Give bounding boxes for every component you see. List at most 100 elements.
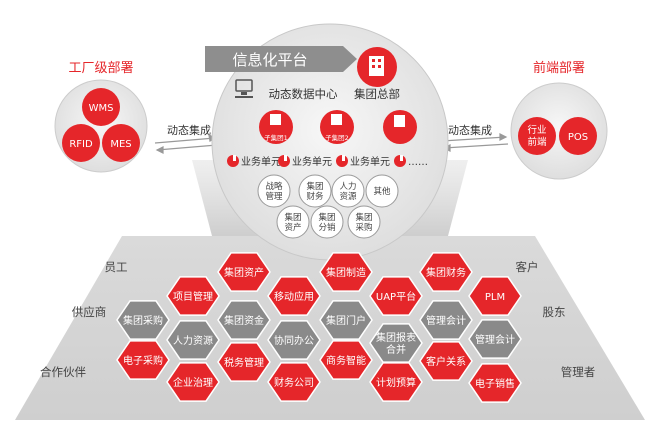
subsidiary-2-icon[interactable] xyxy=(320,110,354,144)
module-label: 客户关系 xyxy=(426,355,466,368)
module-label: 项目管理 xyxy=(173,290,213,303)
industry-frontend-label: 行业前端 xyxy=(527,124,547,148)
module-hex[interactable]: 项目管理 xyxy=(166,276,220,316)
module-hex[interactable]: 移动应用 xyxy=(267,276,321,316)
industry-frontend-node[interactable] xyxy=(518,117,556,155)
module-hex[interactable]: 管理会计 xyxy=(419,300,473,340)
module-label: 商务智能 xyxy=(326,354,366,367)
module-hex[interactable]: 电子销售 xyxy=(468,363,522,403)
module-hex[interactable]: 税务管理 xyxy=(217,342,271,382)
shared-service-item[interactable]: 集团资产 xyxy=(276,205,310,239)
right-group-items: 行业前端 POS xyxy=(518,117,597,155)
module-hex[interactable]: 集团资产 xyxy=(217,252,271,292)
module-label: 财务公司 xyxy=(274,376,314,389)
subsidiary-1-label: 子集团1 xyxy=(264,133,288,142)
module-label: 集团采购 xyxy=(123,314,163,327)
module-label: 集团财务 xyxy=(426,266,466,279)
subsidiary-2-label: 子集团2 xyxy=(325,133,349,142)
module-hex[interactable]: 人力资源 xyxy=(166,320,220,360)
module-label: 管理会计 xyxy=(475,333,515,346)
business-unit-item[interactable]: 业务单元 xyxy=(336,155,390,168)
pos-node[interactable] xyxy=(559,117,597,155)
business-unit-label: …… xyxy=(408,157,428,168)
business-unit-label: 业务单元 xyxy=(292,155,332,168)
integration-left-arrows xyxy=(154,133,218,154)
data-center-label: 动态数据中心 xyxy=(269,87,338,101)
hq-icon xyxy=(357,47,397,87)
module-hex[interactable]: 集团报表合并 xyxy=(369,323,423,363)
module-hex[interactable]: 集团制造 xyxy=(319,252,373,292)
module-hex[interactable]: 电子采购 xyxy=(116,340,170,380)
module-hex[interactable]: 财务公司 xyxy=(267,362,321,402)
module-label: 电子采购 xyxy=(123,354,163,367)
module-label: PLM xyxy=(485,292,505,303)
shared-service-item[interactable]: 集团财务 xyxy=(298,174,332,208)
module-hex[interactable]: 集团门户 xyxy=(319,300,373,340)
module-hex[interactable]: UAP平台 xyxy=(369,276,423,316)
module-label: 计划预算 xyxy=(376,376,416,389)
business-unit-row: 业务单元业务单元业务单元…… xyxy=(227,155,428,168)
subsidiary-1-icon[interactable] xyxy=(259,110,293,144)
wms-label: WMS xyxy=(89,103,114,114)
shared-service-item[interactable]: 战略管理 xyxy=(257,174,291,208)
shared-service-item[interactable]: 人力资源 xyxy=(331,174,365,208)
module-hex[interactable]: 集团采购 xyxy=(116,300,170,340)
module-label: 移动应用 xyxy=(274,290,314,303)
module-hex[interactable]: 协同办公 xyxy=(267,320,321,360)
business-unit-item[interactable]: 业务单元 xyxy=(227,155,281,168)
shared-service-item[interactable]: 集团采购 xyxy=(347,205,381,239)
module-hex[interactable]: 企业治理 xyxy=(166,362,220,402)
shared-service-item[interactable]: 集团分销 xyxy=(310,205,344,239)
module-label: 企业治理 xyxy=(173,376,213,389)
module-hex[interactable]: PLM xyxy=(468,276,522,316)
shared-service-label: 集团财务 xyxy=(306,181,324,202)
module-label: 人力资源 xyxy=(173,334,213,347)
right-group-circle xyxy=(510,82,608,180)
module-label: 税务管理 xyxy=(224,356,264,369)
module-label: 集团门户 xyxy=(326,314,366,327)
shared-service-label: 集团资产 xyxy=(284,212,301,233)
integration-right-label: 动态集成 xyxy=(448,123,492,137)
wms-node[interactable] xyxy=(82,88,120,126)
hq-label: 集团总部 xyxy=(354,87,400,101)
subsidiary-nodes: 子集团1 子集团2 xyxy=(259,110,417,144)
module-hex[interactable]: 管理会计 xyxy=(468,319,522,359)
module-hex[interactable]: 计划预算 xyxy=(369,362,423,402)
integration-left-label: 动态集成 xyxy=(167,123,211,137)
rfid-node[interactable] xyxy=(62,124,100,162)
mes-label: MES xyxy=(110,139,131,150)
business-unit-label: 业务单元 xyxy=(350,155,390,168)
right-group-title: 前端部署 xyxy=(533,60,585,76)
module-label: 集团制造 xyxy=(326,266,366,279)
stakeholder-right-label: 客户 xyxy=(516,260,539,274)
module-label: 电子销售 xyxy=(475,377,515,390)
module-hex[interactable]: 集团财务 xyxy=(419,252,473,292)
shared-service-label: 其他 xyxy=(373,186,391,197)
left-group-title: 工厂级部署 xyxy=(68,61,133,76)
module-hex[interactable]: 客户关系 xyxy=(419,341,473,381)
left-group-items: WMS RFID MES xyxy=(62,88,140,162)
stakeholder-left-label: 员工 xyxy=(105,260,128,274)
shared-service-label: 战略管理 xyxy=(265,181,283,202)
module-label: 集团资产 xyxy=(224,266,264,279)
module-label: 集团报表合并 xyxy=(376,331,416,356)
platform-title-banner: 信息化平台 xyxy=(205,46,357,72)
business-unit-item[interactable]: …… xyxy=(394,155,428,168)
module-hex[interactable]: 商务智能 xyxy=(319,340,373,380)
module-label: 管理会计 xyxy=(426,314,466,327)
pos-label: POS xyxy=(568,132,588,143)
module-label: UAP平台 xyxy=(376,290,416,303)
stakeholder-left-label: 供应商 xyxy=(72,305,107,319)
module-hex[interactable]: 集团资金 xyxy=(217,300,271,340)
business-unit-item[interactable]: 业务单元 xyxy=(278,155,332,168)
shared-service-label: 集团采购 xyxy=(355,212,372,233)
platform-title: 信息化平台 xyxy=(232,51,307,69)
module-label: 集团资金 xyxy=(224,314,264,327)
shared-service-item[interactable]: 其他 xyxy=(365,174,399,208)
stakeholder-left-label: 合作伙伴 xyxy=(40,365,86,379)
mes-node[interactable] xyxy=(102,124,140,162)
